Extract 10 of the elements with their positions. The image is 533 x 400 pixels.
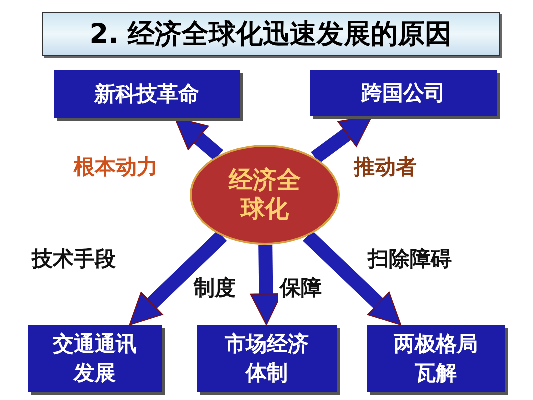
arrow [303, 230, 402, 326]
process-box: 交通通讯发展 [28, 325, 162, 392]
process-box: 两极格局瓦解 [367, 325, 505, 392]
title-banner: 2. 经济全球化迅速发展的原因 [42, 12, 500, 56]
arrow [129, 231, 228, 326]
process-box: 市场经济体制 [197, 325, 337, 392]
process-box: 跨国公司 [310, 70, 497, 116]
ellipse-node: 经济全球化 [190, 145, 340, 245]
text-label: 保障 [278, 274, 324, 302]
process-box: 新科技革命 [54, 70, 240, 118]
